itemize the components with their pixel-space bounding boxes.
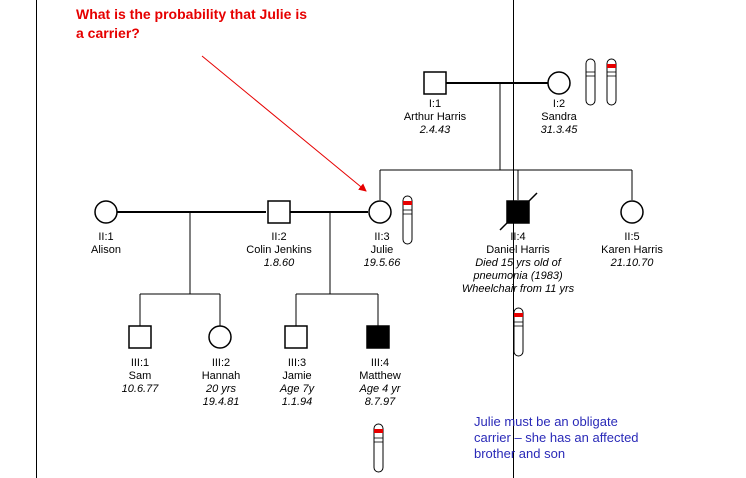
symbol-I2-female bbox=[547, 71, 571, 95]
label-I1: I:1 Arthur Harris 2.4.43 bbox=[404, 98, 466, 137]
label-II3-dob: 19.5.66 bbox=[363, 257, 401, 269]
label-II5-name: Karen Harris bbox=[601, 244, 663, 256]
label-II1-id: II:1 bbox=[98, 231, 114, 243]
symbol-I1-male bbox=[423, 71, 447, 95]
label-II2-id: II:2 bbox=[271, 231, 287, 243]
obligate-carrier-note: Julie must be an obligate carrier – she … bbox=[474, 414, 714, 462]
symbol-II1-female bbox=[94, 200, 118, 224]
label-II4-note-3: Wheelchair from 11 yrs bbox=[461, 283, 575, 295]
symbol-II3-female bbox=[368, 200, 392, 224]
question-line-1: What is the probability that Julie is bbox=[76, 6, 308, 22]
symbol-III2-female bbox=[208, 325, 232, 349]
label-I1-dob: 2.4.43 bbox=[419, 124, 451, 136]
deceased-slash-II4 bbox=[499, 192, 538, 231]
label-II1-name: Alison bbox=[91, 244, 121, 256]
label-III1: III:1 Sam 10.6.77 bbox=[122, 357, 159, 396]
label-III1-dob: 10.6.77 bbox=[121, 383, 159, 395]
label-II1: II:1 Alison bbox=[91, 231, 121, 257]
label-III2-name: Hannah bbox=[201, 370, 241, 382]
label-III3-dob: 1.1.94 bbox=[281, 396, 313, 408]
question-line-2: a carrier? bbox=[76, 25, 140, 41]
label-II3: II:3 Julie 19.5.66 bbox=[364, 231, 401, 270]
label-III4-name: Matthew bbox=[359, 370, 401, 382]
label-III3: III:3 Jamie Age 7y 1.1.94 bbox=[280, 357, 314, 409]
question-text: What is the probability that Julie is a … bbox=[76, 5, 396, 43]
label-II4-id: II:4 bbox=[510, 231, 526, 243]
chromosome-III4 bbox=[373, 423, 384, 473]
label-III2-id: III:2 bbox=[211, 357, 231, 369]
chromosome-II4 bbox=[513, 307, 524, 357]
label-III2-age: 20 yrs bbox=[206, 383, 236, 395]
label-I2: I:2 Sandra 31.3.45 bbox=[541, 98, 578, 137]
label-III3-name: Jamie bbox=[282, 370, 312, 382]
label-III2: III:2 Hannah 20 yrs 19.4.81 bbox=[202, 357, 241, 409]
label-I2-dob: 31.3.45 bbox=[540, 124, 578, 136]
label-II4-note-2: pneumonia (1983) bbox=[473, 270, 563, 282]
symbol-III4-affected-male bbox=[366, 325, 390, 349]
label-I1-id: I:1 bbox=[428, 98, 442, 110]
label-II2-dob: 1.8.60 bbox=[263, 257, 295, 269]
pointer-arrow bbox=[201, 55, 367, 192]
symbol-II5-female bbox=[620, 200, 644, 224]
label-III4-id: III:4 bbox=[370, 357, 390, 369]
label-III4-age: Age 4 yr bbox=[359, 383, 401, 395]
symbol-III3-male bbox=[284, 325, 308, 349]
label-III3-age: Age 7y bbox=[279, 383, 315, 395]
note-line-1: Julie must be an obligate bbox=[474, 414, 618, 429]
slide-frame bbox=[36, 0, 514, 478]
symbol-II2-male bbox=[267, 200, 291, 224]
label-II2-name: Colin Jenkins bbox=[246, 244, 312, 256]
label-I1-name: Arthur Harris bbox=[403, 111, 467, 123]
note-line-2: carrier – she has an affected bbox=[474, 430, 639, 445]
chromosome-II3 bbox=[402, 195, 413, 245]
label-I2-id: I:2 bbox=[552, 98, 566, 110]
note-line-3: brother and son bbox=[474, 446, 566, 461]
label-II3-id: II:3 bbox=[374, 231, 390, 243]
symbol-III1-male bbox=[128, 325, 152, 349]
label-I2-name: Sandra bbox=[541, 111, 577, 123]
label-III1-id: III:1 bbox=[130, 357, 150, 369]
label-II5-dob: 21.10.70 bbox=[610, 257, 654, 269]
label-III4-dob: 8.7.97 bbox=[364, 396, 396, 408]
label-II2: II:2 Colin Jenkins 1.8.60 bbox=[246, 231, 311, 270]
label-II4-note-1: Died 15 yrs old of bbox=[475, 257, 561, 269]
label-II4-name: Daniel Harris bbox=[486, 244, 550, 256]
label-II4: II:4 Daniel Harris Died 15 yrs old of pn… bbox=[462, 231, 574, 296]
label-III2-dob: 19.4.81 bbox=[202, 396, 240, 408]
label-III4: III:4 Matthew Age 4 yr 8.7.97 bbox=[359, 357, 401, 409]
label-III1-name: Sam bbox=[128, 370, 152, 382]
label-II5-id: II:5 bbox=[624, 231, 640, 243]
label-III3-id: III:3 bbox=[287, 357, 307, 369]
label-II3-name: Julie bbox=[370, 244, 394, 256]
chromosome-pair-I2 bbox=[585, 58, 617, 106]
label-II5: II:5 Karen Harris 21.10.70 bbox=[601, 231, 663, 270]
